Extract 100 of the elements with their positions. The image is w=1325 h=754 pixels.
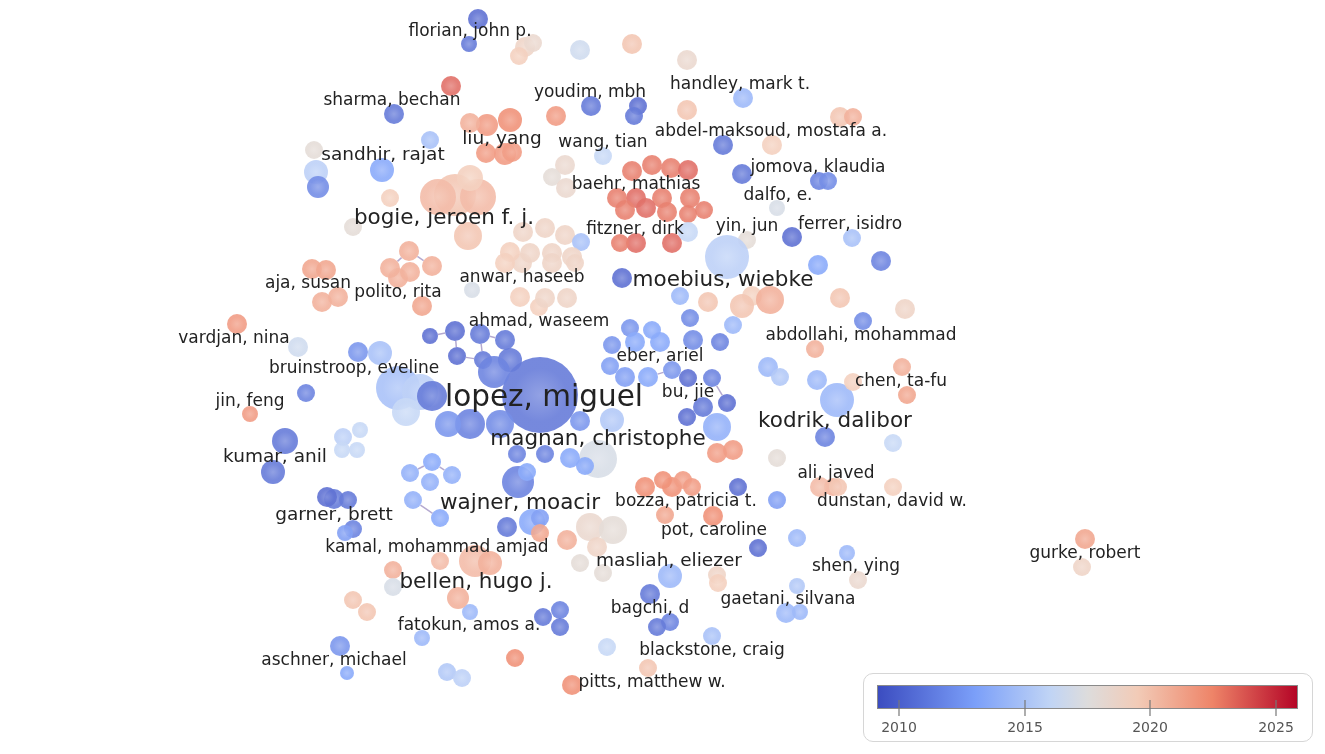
bubble xyxy=(571,554,589,572)
author-name: wajner, moacir xyxy=(440,489,600,515)
bubble xyxy=(678,408,696,426)
bubble xyxy=(819,172,837,190)
bubble xyxy=(570,40,590,60)
bubble xyxy=(384,578,402,596)
bubble xyxy=(732,164,752,184)
author-name: pitts, matthew w. xyxy=(578,672,726,692)
bubble xyxy=(703,413,731,441)
bubble xyxy=(898,386,916,404)
author-name: shen, ying xyxy=(812,556,900,576)
link-line xyxy=(455,340,458,348)
author-name: yin, jun xyxy=(715,216,779,236)
bubble xyxy=(421,473,439,491)
author-name: gurke, robert xyxy=(1029,543,1141,563)
bubble xyxy=(560,448,580,468)
bubble xyxy=(422,328,438,344)
author-name: kodrik, dalibor xyxy=(758,407,912,433)
bubble xyxy=(457,165,483,191)
bubble xyxy=(422,256,442,276)
bubble xyxy=(643,321,661,339)
author-name: bogie, jeroen f. j. xyxy=(353,204,535,230)
author-name: ferrer, isidro xyxy=(797,214,903,234)
author-name: kamal, mohammad amjad xyxy=(325,537,549,557)
year-label: 2015 xyxy=(1007,718,1043,736)
bubble xyxy=(506,649,524,667)
bubble xyxy=(625,107,643,125)
bubble xyxy=(642,155,662,175)
author-name: moebius, wiebke xyxy=(632,266,814,292)
bubble xyxy=(871,251,891,271)
bubble xyxy=(543,168,561,186)
author-name: aschner, michael xyxy=(261,650,407,670)
author-name: garner, brett xyxy=(275,503,393,525)
bubble xyxy=(551,601,569,619)
bubble xyxy=(498,108,522,132)
bubble xyxy=(807,370,827,390)
bubble xyxy=(443,466,461,484)
author-name: magnan, christophe xyxy=(490,425,706,451)
link-line xyxy=(480,343,483,352)
author-name: dalfo, e. xyxy=(743,185,813,205)
bubble xyxy=(316,260,336,280)
bubble xyxy=(695,201,713,219)
link-line xyxy=(396,256,403,263)
bubble xyxy=(636,198,656,218)
author-name: fatokun, amos a. xyxy=(397,615,541,635)
bubble xyxy=(328,287,348,308)
bubble xyxy=(749,539,767,557)
bubble xyxy=(718,394,736,412)
bubble xyxy=(622,34,642,54)
bubble xyxy=(392,398,420,426)
bubble xyxy=(698,292,718,312)
author-name: eber, ariel xyxy=(616,346,704,366)
author-name: aja, susan xyxy=(264,273,351,293)
bubble xyxy=(448,347,466,365)
author-name: dunstan, david w. xyxy=(817,491,967,511)
bubble xyxy=(497,517,517,537)
bubble xyxy=(756,286,784,314)
bubble xyxy=(711,333,729,351)
bubble xyxy=(423,453,441,471)
bubble xyxy=(709,574,727,592)
bubble xyxy=(758,357,778,377)
author-name: jomova, klaudia xyxy=(750,157,886,177)
bubble xyxy=(615,200,635,220)
author-name: bu, jie xyxy=(661,382,715,402)
bubble xyxy=(599,516,627,544)
bubble xyxy=(677,100,697,120)
bubble xyxy=(601,357,619,375)
bubble xyxy=(349,442,365,458)
author-name: bellen, hugo j. xyxy=(399,568,553,594)
bubble xyxy=(768,491,786,509)
bubble xyxy=(495,330,515,350)
author-name: abdollahi, mohammad xyxy=(765,325,957,345)
bubble xyxy=(546,106,566,126)
author-name: sandhir, rajat xyxy=(321,143,445,165)
bubble xyxy=(435,411,461,437)
bubble xyxy=(768,449,786,467)
link-line xyxy=(715,385,724,397)
bubble xyxy=(344,591,362,609)
author-name: gaetani, silvana xyxy=(720,589,856,609)
bubble xyxy=(399,241,419,261)
bubble xyxy=(612,268,632,288)
bubble xyxy=(531,509,549,528)
bubble xyxy=(358,603,376,621)
author-name: bozza, patricia t. xyxy=(615,491,757,511)
bubble xyxy=(562,675,582,695)
bubble xyxy=(657,202,677,222)
bubble xyxy=(305,141,323,159)
bubble xyxy=(724,316,742,334)
bubble xyxy=(830,288,850,308)
author-name: jin, feng xyxy=(215,391,285,411)
bubble xyxy=(654,471,672,489)
author-name: abdel-maksoud, mostafa a. xyxy=(654,121,888,141)
author-name: handley, mark t. xyxy=(669,74,811,94)
bubble xyxy=(445,321,465,341)
bubble xyxy=(662,233,682,254)
bubble xyxy=(555,225,575,245)
bubble xyxy=(453,669,471,687)
bubble xyxy=(412,296,432,317)
bubble xyxy=(535,218,555,238)
author-name: bagchi, d xyxy=(610,598,690,618)
